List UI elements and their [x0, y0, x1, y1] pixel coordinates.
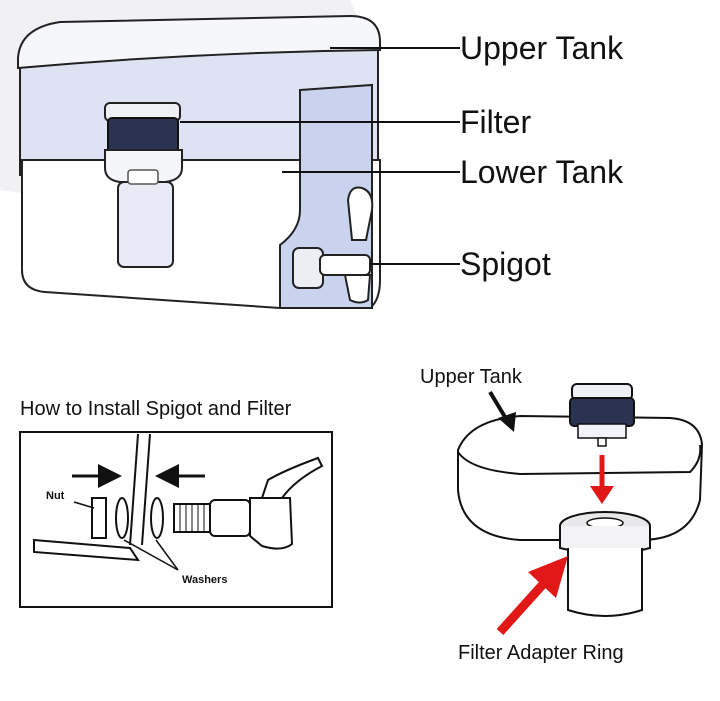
red-arrow-diagonal: [496, 578, 549, 636]
label-washers: Washers: [182, 574, 228, 586]
label-filter-adapter-ring: Filter Adapter Ring: [458, 642, 624, 664]
label-lower-tank: Lower Tank: [460, 154, 624, 190]
label-adapter-upper-tank: Upper Tank: [420, 366, 522, 388]
filter-cartridge: [104, 102, 183, 268]
nut-part: [91, 497, 107, 539]
dispenser-illustration: [0, 0, 460, 309]
washer-part: [115, 497, 129, 539]
spigot-illustration: [292, 186, 374, 304]
install-panel-title: How to Install Spigot and Filter: [20, 398, 292, 420]
adapter-panel: [457, 383, 704, 636]
label-spigot: Spigot: [460, 246, 551, 282]
label-filter: Filter: [460, 104, 532, 140]
adapter-filter-cartridge: [569, 383, 635, 447]
install-panel: [19, 431, 333, 608]
label-upper-tank: Upper Tank: [460, 30, 624, 66]
washer-part: [150, 497, 164, 539]
label-nut: Nut: [46, 490, 65, 502]
tank-lid: [17, 14, 381, 70]
